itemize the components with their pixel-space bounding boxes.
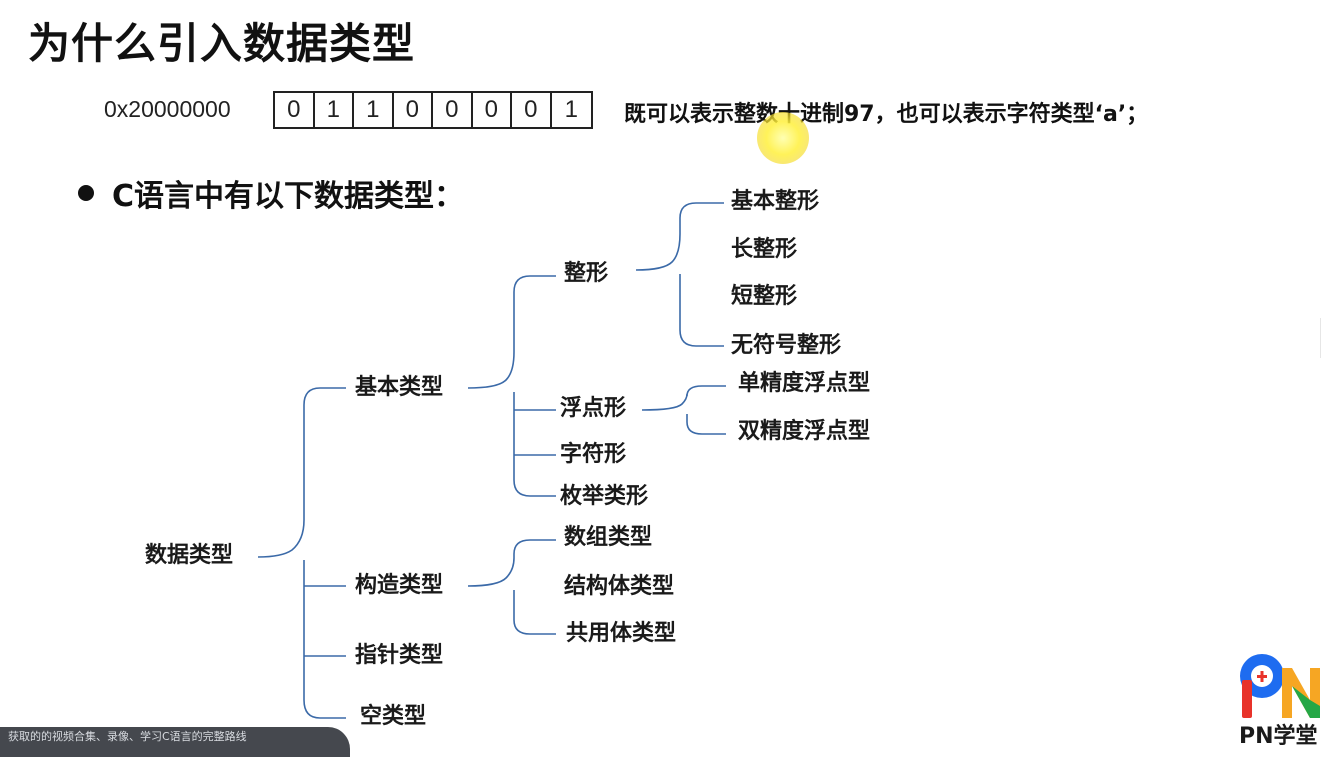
tree-node-float: 浮点形 — [560, 396, 627, 421]
tree-node-union: 共用体类型 — [566, 621, 677, 646]
tree-node-void: 空类型 — [360, 704, 427, 729]
tree-node-construct: 构造类型 — [355, 573, 444, 598]
bullet-icon — [78, 185, 94, 201]
tree-node-basic: 基本类型 — [355, 375, 444, 400]
tree-node-int-basic: 基本整形 — [731, 189, 820, 214]
tree-node-enum: 枚举类形 — [560, 484, 649, 509]
connector-integer — [635, 202, 724, 271]
bit-cell: 0 — [433, 93, 473, 127]
tree-node-int-long: 长整形 — [731, 237, 798, 262]
slide-title: 为什么引入数据类型 — [28, 19, 416, 68]
bit-cell: 0 — [394, 93, 433, 127]
tree-node-float-double: 双精度浮点型 — [738, 419, 871, 444]
cursor-highlight — [757, 112, 809, 164]
memory-address: 0x20000000 — [104, 96, 231, 122]
tree-node-int-short: 短整形 — [731, 284, 798, 309]
bit-cell: 0 — [512, 93, 552, 127]
connector-root — [257, 387, 346, 558]
side-handle[interactable] — [1320, 318, 1329, 358]
tree-node-float-single: 单精度浮点型 — [738, 371, 871, 396]
connector-float — [641, 385, 726, 411]
bit-cell: 1 — [354, 93, 394, 127]
bit-cell: 1 — [315, 93, 354, 127]
tree-node-root: 数据类型 — [145, 543, 234, 568]
section-heading: C语言中有以下数据类型： — [112, 179, 465, 214]
tree-node-array: 数组类型 — [564, 525, 653, 550]
pn-logo-icon — [1240, 654, 1320, 718]
tree-node-struct: 结构体类型 — [564, 574, 675, 599]
tree-node-int-unsigned: 无符号整形 — [731, 333, 842, 358]
tree-node-pointer: 指针类型 — [355, 643, 444, 668]
connector-construct — [467, 539, 556, 587]
bit-cell: 1 — [564, 96, 578, 123]
connector-basic — [467, 275, 556, 389]
bottom-caption: 获取的的视频合集、录像、学习C语言的完整路线 — [8, 730, 247, 743]
bottom-caption-bar: 获取的的视频合集、录像、学习C语言的完整路线 — [0, 727, 350, 757]
bit-description: 既可以表示整数十进制97，也可以表示字符类型‘a’； — [624, 102, 1149, 127]
tree-node-integer: 整形 — [564, 261, 609, 286]
bit-cell: 0 — [275, 93, 315, 127]
logo-text: PN学堂 — [1239, 724, 1318, 749]
bit-box-row: 0 1 1 0 0 0 0 1 — [273, 91, 593, 129]
bit-cell: 0 — [473, 93, 512, 127]
tree-node-char: 字符形 — [560, 442, 627, 467]
